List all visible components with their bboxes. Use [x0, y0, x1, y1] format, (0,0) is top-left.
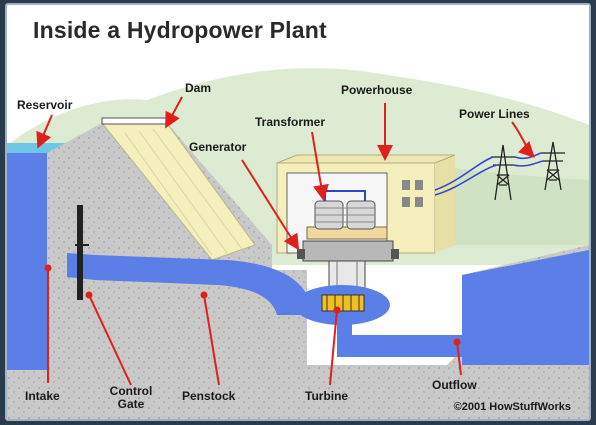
diagram-title: Inside a Hydropower Plant [33, 17, 327, 43]
dot-penstock [200, 291, 208, 299]
penstock [67, 253, 307, 315]
dot-control-gate [85, 291, 93, 299]
arrow-power-lines [511, 121, 535, 158]
pointer-control-gate [88, 294, 132, 386]
label-dam: Dam [185, 81, 212, 95]
label-penstock: Penstock [182, 389, 236, 403]
power-line-2 [434, 164, 498, 196]
pointer-outflow [456, 341, 462, 376]
powerhouse-roof [276, 154, 456, 164]
arrow-generator [241, 159, 300, 251]
label-generator: Generator [189, 140, 247, 154]
label-power-lines: Power Lines [459, 107, 530, 121]
dam-railing [101, 117, 169, 125]
label-control-gate-line2: Gate [117, 397, 145, 411]
power-tower-left [491, 144, 515, 201]
power-tower-right [541, 141, 565, 191]
label-powerhouse: Powerhouse [341, 83, 413, 97]
label-turbine: Turbine [305, 389, 349, 403]
diagram-frame: Inside a Hydropower Plant Reservoir Dam … [5, 3, 591, 421]
ground [7, 245, 589, 419]
copyright-credit: ©2001 HowStuffWorks [453, 401, 571, 413]
power-line-4 [512, 160, 544, 167]
generator [302, 240, 394, 262]
control-gate [77, 205, 83, 300]
label-intake: Intake [25, 389, 60, 403]
arrow-transformer [311, 131, 329, 201]
dot-intake [44, 264, 52, 272]
power-line-1 [434, 156, 494, 191]
arrow-reservoir [36, 114, 53, 149]
dot-turbine [333, 306, 341, 314]
label-reservoir: Reservoir [17, 98, 73, 112]
label-control-gate-line1: Control [109, 384, 153, 398]
pointer-turbine [329, 309, 338, 386]
label-control-gate: Control Gate [101, 385, 161, 411]
label-transformer: Transformer [255, 115, 326, 129]
reservoir-surface [7, 143, 65, 153]
hydropower-diagram [7, 68, 589, 419]
dot-outflow [453, 338, 461, 346]
pointer-penstock [203, 294, 220, 386]
label-outflow: Outflow [432, 378, 477, 392]
arrow-dam [165, 96, 183, 129]
outflow-channel [337, 250, 589, 365]
powerhouse-side [435, 155, 455, 253]
